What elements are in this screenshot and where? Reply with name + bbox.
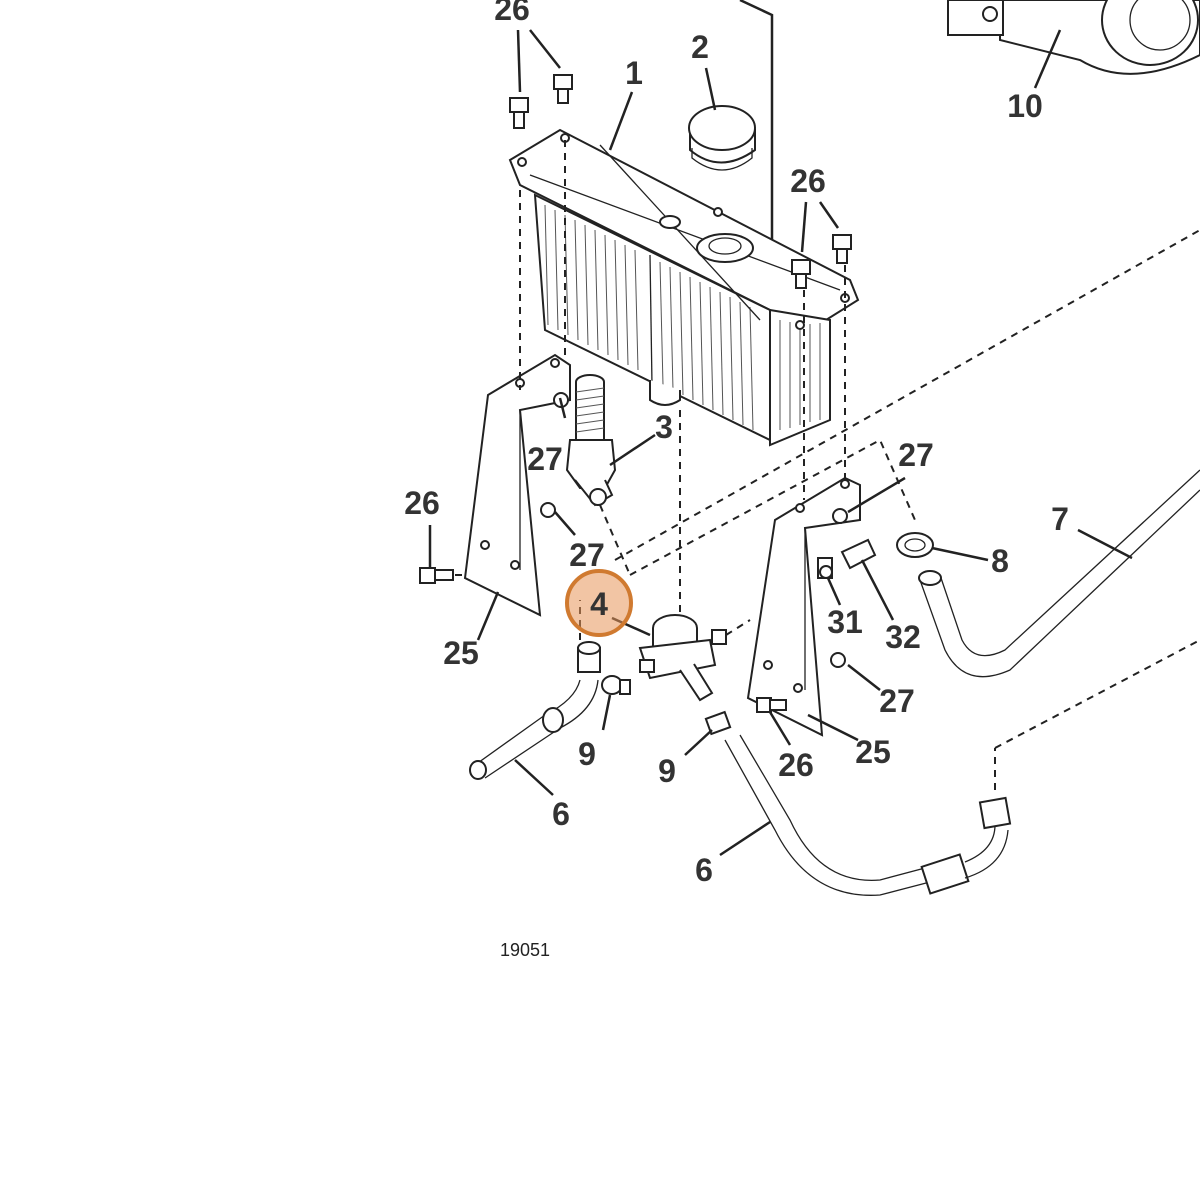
callout-6[interactable]: 6 [695, 852, 713, 888]
bracket-25-left [463, 353, 571, 617]
callout-26[interactable]: 26 [494, 0, 530, 27]
callout-27[interactable]: 27 [898, 437, 934, 473]
callout-31[interactable]: 31 [827, 604, 863, 640]
leader-top [739, 0, 774, 285]
bolt-26-right-top [553, 74, 573, 104]
highlight-circle[interactable] [565, 569, 633, 637]
valve-part [638, 614, 727, 702]
callout-labels: 26 1 2 10 26 3 27 27 7 26 27 8 4 31 32 2… [404, 0, 1069, 888]
bolt-26-left-top [509, 97, 529, 129]
line-6-right [724, 734, 1012, 896]
hose-32 [840, 538, 877, 570]
fitting-9-right [704, 710, 732, 736]
callout-8[interactable]: 8 [991, 543, 1009, 579]
fitting-31 [817, 557, 833, 579]
callout-27[interactable]: 27 [527, 441, 563, 477]
callout-27[interactable]: 27 [569, 537, 605, 573]
clamp-8 [896, 532, 934, 558]
washer-27-c [832, 508, 848, 524]
callout-32[interactable]: 32 [885, 619, 921, 655]
callout-25[interactable]: 25 [443, 635, 479, 671]
radiator-cap-part [688, 105, 756, 171]
bolt-26-right [832, 234, 852, 264]
callout-27[interactable]: 27 [879, 683, 915, 719]
washer-27-b [540, 502, 556, 518]
bolt-26-right-lower [756, 697, 787, 713]
radiator-part [508, 128, 860, 447]
callout-7[interactable]: 7 [1051, 501, 1069, 537]
callout-9[interactable]: 9 [578, 736, 596, 772]
callout-9[interactable]: 9 [658, 753, 676, 789]
callout-10[interactable]: 10 [1007, 88, 1043, 124]
washer-27-d [830, 652, 846, 668]
bolt-26-mid [791, 259, 811, 289]
callout-3[interactable]: 3 [655, 409, 673, 445]
fitting-part [565, 374, 617, 507]
callout-6[interactable]: 6 [552, 796, 570, 832]
bolt-26-left-lower [419, 567, 454, 584]
callout-26[interactable]: 26 [778, 747, 814, 783]
callout-2[interactable]: 2 [691, 29, 709, 65]
callout-4[interactable]: 4 [590, 586, 608, 622]
callout-26[interactable]: 26 [790, 163, 826, 199]
line-6-left [469, 641, 601, 780]
leader-lines [428, 29, 1133, 857]
hose-7 [918, 469, 1200, 678]
callout-25[interactable]: 25 [855, 734, 891, 770]
fitting-9-left [601, 675, 631, 695]
callout-26[interactable]: 26 [404, 485, 440, 521]
callout-1[interactable]: 1 [625, 55, 643, 91]
engine-cylinder-part [947, 0, 1200, 75]
drawing-number: 19051 [500, 940, 550, 960]
